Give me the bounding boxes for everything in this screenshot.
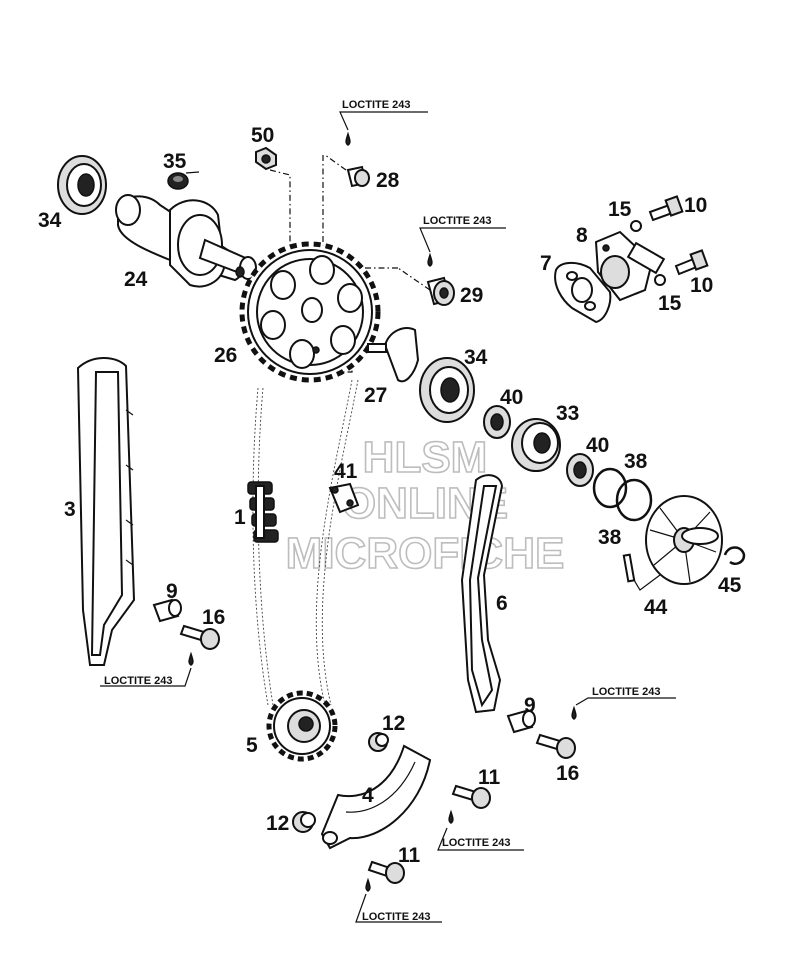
bolt-10-lower [674,249,709,276]
bushing-12-upper [368,732,389,752]
loctite-label: LOCTITE 243 [104,675,172,687]
callout-10-upper: 10 [684,194,707,217]
callout-6: 6 [496,592,508,615]
impeller-44 [645,495,723,585]
loctite-callout-28: LOCTITE 243 [339,99,428,131]
bushing-12-lower [292,811,316,833]
loctite-label: LOCTITE 243 [342,99,410,111]
chain-tensioner-8 [594,230,666,302]
o-ring-38-b [615,478,653,522]
part-callouts: 1 3 4 5 6 7 8 9 9 10 10 11 11 12 12 15 1… [38,124,742,867]
callout-27: 27 [364,384,387,407]
callout-4: 4 [362,784,374,807]
callout-8: 8 [576,224,588,247]
callout-11-upper: 11 [478,766,501,789]
callout-1: 1 [234,506,246,529]
loctite-callout-11-upper: LOCTITE 243 [437,827,524,851]
bolt-16-left [179,624,220,650]
callout-34-left: 34 [38,209,62,232]
callout-40-lower: 40 [586,434,609,457]
callout-35: 35 [163,150,187,173]
watermark-line-3: MICROFICHE [286,529,565,578]
loctite-callout-16-right: LOCTITE 243 [575,686,676,706]
callout-40-upper: 40 [500,386,523,409]
chain-rail-3 [76,357,136,666]
callout-34-center: 34 [464,346,488,369]
loctite-label: LOCTITE 243 [442,837,510,849]
camshaft-sprocket-26 [239,241,381,383]
callout-33: 33 [556,402,579,425]
callout-15-upper: 15 [608,198,632,221]
camshaft-24 [115,194,257,288]
bolt-10-upper [648,195,684,222]
callout-29: 29 [460,284,483,307]
bearing-34-center [419,357,475,423]
loctite-callout-11-lower: LOCTITE 243 [355,893,442,923]
seal-40-lower [566,453,594,487]
callout-12-lower: 12 [266,812,289,835]
callout-5: 5 [246,734,258,757]
callout-24: 24 [124,268,148,291]
callout-11-lower: 11 [398,844,421,867]
decompressor-lever-27 [367,327,420,383]
washer-15-upper [630,220,642,232]
bearing-34-left [57,155,107,215]
callout-7: 7 [540,252,552,275]
bolt-16-right [535,733,576,759]
bushing-9-right [506,709,536,734]
loctite-label: LOCTITE 243 [592,686,660,698]
nut-50 [255,146,277,171]
callout-3: 3 [64,498,76,521]
o-ring-38-a [592,467,628,509]
bearing-35 [167,172,189,190]
callout-15-lower: 15 [658,292,682,315]
watermark-line-1: HLSM [363,433,488,482]
chain-link-1 [247,481,279,543]
callout-50: 50 [251,124,274,147]
callout-44: 44 [644,596,668,619]
loctite-callout-29: LOCTITE 243 [419,215,506,253]
bolt-11-upper [451,784,491,809]
callout-41: 41 [334,460,358,483]
bracket-41 [328,482,360,514]
loctite-drops [188,131,577,892]
loctite-callout-16-left: LOCTITE 243 [100,667,192,687]
loctite-label: LOCTITE 243 [362,911,430,923]
callout-9-right: 9 [524,694,536,717]
callout-10-lower: 10 [690,274,713,297]
circlip-45 [723,546,746,565]
gasket-7 [554,262,612,324]
callout-12-upper: 12 [382,712,405,735]
washer-15-lower [654,274,666,286]
bushing-9-left [152,598,182,623]
seal-40-upper [483,405,511,439]
spacer-33 [511,418,561,472]
crank-sprocket-5 [266,690,338,762]
bolt-29 [426,276,455,306]
pin-44 [622,553,636,583]
callout-38-upper: 38 [624,450,648,473]
callout-16-right: 16 [556,762,579,785]
bolt-28 [346,165,370,188]
callout-38-lower: 38 [598,526,622,549]
chain-rail-6 [460,474,504,714]
loctite-label: LOCTITE 243 [423,215,491,227]
bolt-11-lower [367,860,405,884]
callout-16-left: 16 [202,606,225,629]
callout-26: 26 [214,344,237,367]
callout-28: 28 [376,169,400,192]
callout-9-left: 9 [166,580,178,603]
callout-45: 45 [718,574,742,597]
chain-guide-4 [320,744,432,850]
